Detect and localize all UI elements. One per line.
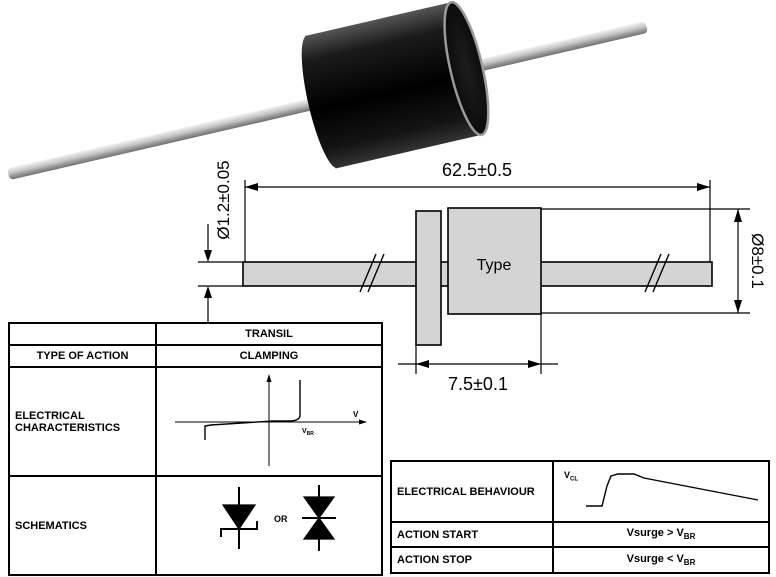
transil-table: TRANSIL TYPE OF ACTION CLAMPING ELECTRIC… — [8, 322, 383, 576]
arrow-down2 — [734, 300, 742, 313]
diode-body-face-photo — [443, 0, 490, 137]
diode-body-photo — [304, 2, 482, 169]
arrow-up2 — [734, 209, 742, 222]
overall-length-label: 62.5±0.5 — [442, 160, 512, 180]
type-of-action-label: TYPE OF ACTION — [8, 344, 157, 368]
surge-waveform — [586, 473, 759, 507]
action-start-label: ACTION START — [390, 521, 554, 548]
iv-curve-cell: V VBR — [155, 366, 383, 477]
empty-cell — [8, 322, 157, 346]
band-width-label: 7.5±0.1 — [448, 374, 508, 394]
table-row: ACTION STOP Vsurge < VBR — [390, 546, 770, 574]
arrow-right2 — [528, 360, 541, 368]
table-row: ELECTRICAL BEHAVIOUR VCL — [390, 460, 770, 523]
table-row: ELECTRICAL CHARACTERISTICS V VBR — [8, 366, 383, 477]
table-row: TYPE OF ACTION CLAMPING — [8, 344, 383, 368]
action-start-value: Vsurge > VBR — [552, 521, 770, 548]
overall-length-dimension — [244, 180, 711, 262]
body-diameter-dimension — [541, 208, 750, 314]
body-diameter-label: Ø8±0.1 — [748, 233, 767, 289]
x-axis-label: V — [353, 410, 359, 419]
x-axis-arrow — [359, 419, 367, 425]
action-stop-label: ACTION STOP — [390, 546, 554, 574]
arrow-left2 — [416, 360, 429, 368]
electrical-characteristics-label: ELECTRICAL CHARACTERISTICS — [8, 366, 157, 477]
table-row: ACTION START Vsurge > VBR — [390, 521, 770, 548]
behaviour-table: ELECTRICAL BEHAVIOUR VCL ACTION START Vs… — [390, 460, 770, 574]
schematics-symbols: OR — [220, 485, 336, 551]
schematics-label: SCHEMATICS — [8, 475, 157, 576]
behaviour-graph: VCL — [564, 470, 759, 507]
arrow-right — [697, 183, 710, 191]
body-type-label: Type — [476, 257, 512, 274]
drawing-band — [415, 210, 442, 346]
behaviour-graph-cell: VCL — [552, 460, 770, 523]
arrow-down — [204, 250, 212, 262]
iv-axes — [175, 378, 363, 466]
table-row: SCHEMATICS OR — [8, 475, 383, 576]
vcl-label: VCL — [564, 470, 578, 483]
action-stop-value: Vsurge < VBR — [552, 546, 770, 574]
type-of-action-value: CLAMPING — [155, 344, 383, 368]
arrow-left — [245, 183, 258, 191]
arrow-up — [204, 286, 212, 298]
iv-curve-graph: V VBR — [175, 374, 367, 466]
y-axis-arrow — [266, 374, 272, 382]
diode-photo — [7, 0, 648, 180]
drawing-body — [447, 207, 542, 315]
or-label: OR — [274, 514, 288, 524]
lead-break-marks — [359, 253, 670, 293]
bidirectional-tvs-symbol — [302, 485, 336, 551]
unidirectional-tvs-symbol — [220, 487, 258, 549]
table-row: TRANSIL — [8, 322, 383, 346]
vbr-label: VBR — [302, 428, 314, 437]
iv-curve — [204, 380, 301, 440]
electrical-behaviour-label: ELECTRICAL BEHAVIOUR — [390, 460, 554, 523]
transil-title: TRANSIL — [155, 322, 383, 346]
lead-diameter-label: Ø1.2±0.05 — [214, 160, 233, 240]
schematics-cell: OR — [155, 475, 383, 576]
lead-diameter-dimension — [198, 224, 243, 324]
